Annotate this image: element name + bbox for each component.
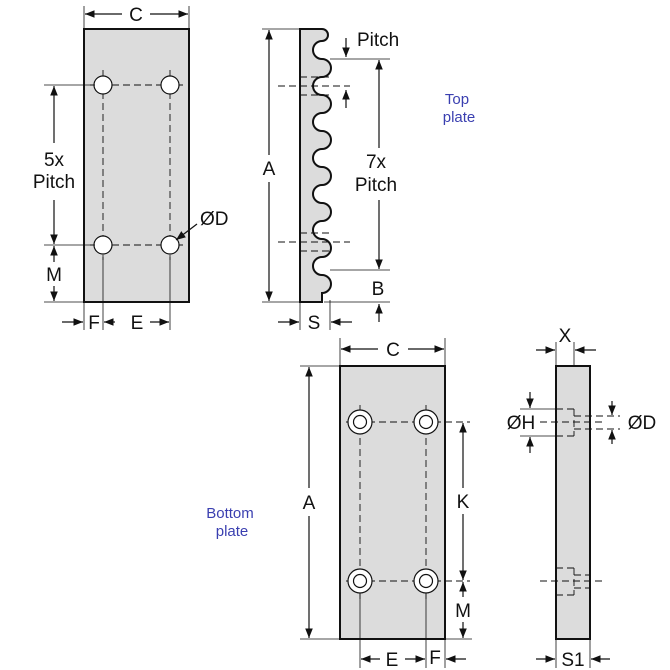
bottom-plate-hole [413,568,439,594]
top-plate-width-label: C [129,5,143,26]
top-plate-hole [93,75,113,95]
top-plate-m-label: M [46,265,62,286]
top-plate-hole [160,75,180,95]
profile-pitch-multi-label: Pitch [355,175,397,196]
toothed-profile-body [299,28,332,303]
bottom-plate-view: C A K M E F Bottom plate [206,338,472,670]
side-x-label: X [559,326,572,347]
top-plate-view: C 5x Pitch M ØD F E [33,5,229,334]
top-plate-hole-label: ØD [200,209,229,230]
top-plate-caption: Top [445,91,469,108]
top-plate-e-label: E [131,313,144,334]
profile-pitch-count-label: 7x [366,152,387,173]
bottom-plate-f-label: F [429,648,441,669]
bottom-profile-view: X ØH ØD S1 [507,326,657,670]
profile-length-label: A [263,159,276,180]
top-plate-hole [160,235,180,255]
top-plate-caption-line2: plate [443,109,476,126]
bottom-plate-width-label: C [386,340,400,361]
bottom-plate-k-label: K [457,492,470,513]
bottom-plate-length-label: A [303,493,316,514]
bottom-plate-hole [347,568,373,594]
top-profile-view: A Pitch 7x Pitch B S Top plate [262,28,476,334]
profile-b-label: B [372,279,385,300]
side-profile-body [555,365,591,640]
top-plate-pitch-label: Pitch [33,172,75,193]
bottom-plate-m-label: M [455,601,471,622]
side-h-label: ØH [507,413,536,434]
side-d-label: ØD [628,413,657,434]
top-plate-hole [93,235,113,255]
bottom-plate-hole [413,409,439,435]
bottom-plate-hole [347,409,373,435]
bottom-plate-caption: Bottom [206,505,254,522]
bottom-plate-body [339,365,446,640]
bottom-plate-caption-line2: plate [216,523,249,540]
top-plate-pitch-count-label: 5x [44,150,65,171]
bottom-plate-e-label: E [386,650,399,670]
profile-pitch-label: Pitch [357,30,399,51]
top-plate-body [83,28,190,303]
profile-s-label: S [308,313,321,334]
top-plate-f-label: F [88,313,100,334]
side-s1-label: S1 [561,650,584,670]
